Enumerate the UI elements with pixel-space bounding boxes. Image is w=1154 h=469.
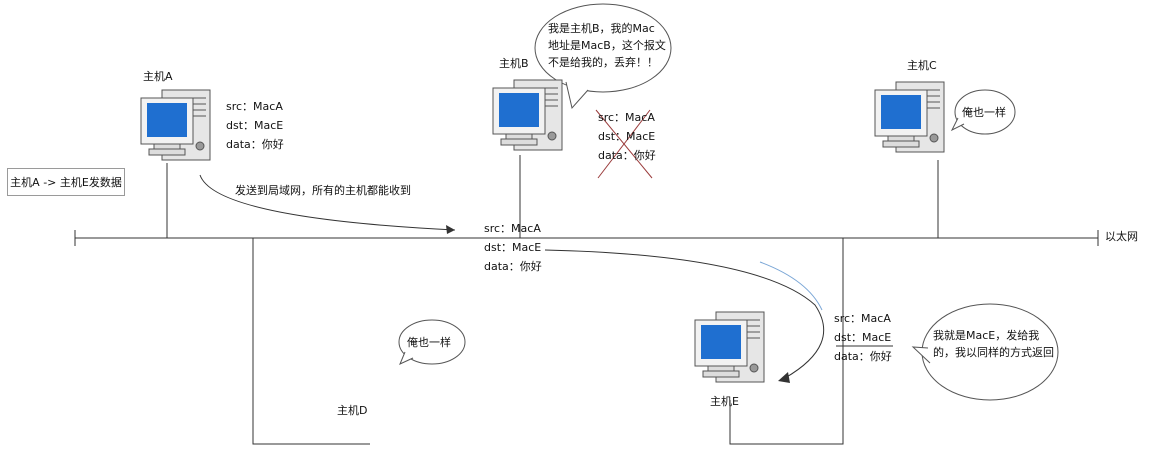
packet-host-e: src：MacA dst：MacE data：你好	[834, 309, 892, 366]
bubble-b-line-3: 不是给我的，丢弃！！	[548, 56, 658, 69]
deliver-arrow-accent	[759, 261, 823, 311]
host-e-link	[729, 238, 844, 445]
host-a-computer-icon	[140, 89, 211, 161]
host-d-label: 主机D	[337, 404, 368, 417]
packet-host-a: src：MacA dst：MacE data：你好	[226, 97, 284, 154]
bubble-host-b: 我是主机B，我的Mac 地址是MacB，这个报文 不是给我的，丢弃！！	[548, 20, 666, 71]
bubble-host-d: 俺也一样	[407, 336, 451, 349]
host-a-label: 主机A	[143, 70, 173, 83]
packet-data: data：你好	[834, 350, 892, 363]
packet-src: src：MacA	[484, 222, 541, 235]
host-e-label: 主机E	[710, 395, 739, 408]
host-c-computer-icon	[874, 81, 945, 153]
host-e-computer-icon	[694, 311, 765, 383]
packet-dst: dst：MacE	[834, 331, 892, 344]
packet-src: src：MacA	[598, 111, 655, 124]
packet-src: src：MacA	[834, 312, 891, 325]
bubble-b-shape	[534, 3, 672, 93]
send-arrow-head	[446, 225, 455, 234]
send-arrow	[199, 174, 456, 231]
packet-data: data：你好	[598, 149, 656, 162]
bubble-d-shape	[398, 319, 466, 365]
host-b-computer-icon	[492, 79, 563, 151]
packet-dst: dst：MacE	[226, 119, 284, 132]
host-c-label: 主机C	[907, 59, 937, 72]
bubble-c-shape	[954, 89, 1016, 135]
packet-host-b: src：MacA dst：MacE data：你好	[598, 108, 656, 165]
packet-src: src：MacA	[226, 100, 283, 113]
host-b-label: 主机B	[499, 57, 529, 70]
send-caption: 发送到局域网，所有的主机都能收到	[235, 184, 411, 197]
bubble-b-line-1: 我是主机B，我的Mac	[548, 22, 655, 35]
deliver-arrow-head	[778, 372, 790, 383]
packet-data: data：你好	[226, 138, 284, 151]
packet-dst: dst：MacE	[484, 241, 542, 254]
bubble-host-e: 我就是MacE，发给我 的，我以同样的方式返回	[933, 327, 1054, 361]
bubble-e-line-2: 的，我以同样的方式返回	[933, 346, 1054, 359]
packet-dst: dst：MacE	[598, 130, 656, 143]
network-label: 以太网	[1105, 230, 1138, 243]
deliver-arrow	[544, 249, 825, 379]
bubble-host-c: 俺也一样	[962, 106, 1006, 119]
task-note-text: 主机A -> 主机E发数据	[10, 176, 122, 189]
bubble-b-line-2: 地址是MacB，这个报文	[548, 39, 666, 52]
task-note: 主机A -> 主机E发数据	[7, 168, 125, 196]
host-d-link	[252, 238, 370, 445]
bubble-e-line-1: 我就是MacE，发给我	[933, 329, 1040, 342]
discard-cross-2	[597, 109, 651, 179]
packet-on-bus: src：MacA dst：MacE data：你好	[484, 219, 542, 276]
packet-data: data：你好	[484, 260, 542, 273]
